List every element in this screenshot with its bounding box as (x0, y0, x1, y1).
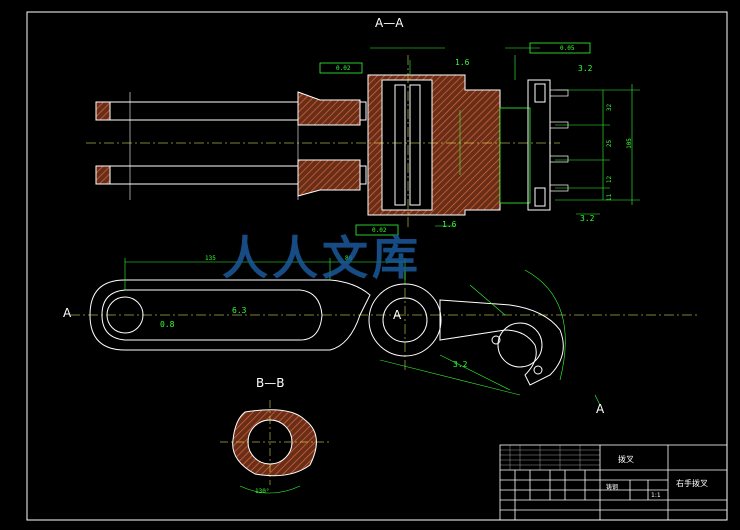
dim-88: 88 (345, 255, 353, 262)
roughness-0-8: 0.8 (160, 320, 175, 329)
watermark: 人人文库 (222, 231, 422, 285)
roughness-3-2-top: 3.2 (578, 64, 593, 73)
dim-11: 11 (606, 193, 614, 202)
title-scale: 1:1 (651, 492, 661, 499)
section-a-center-label: A (393, 308, 402, 322)
dim-32: 32 (606, 103, 614, 112)
roughness-1-6-top: 1.6 (455, 58, 470, 67)
section-aa-view (86, 42, 640, 236)
dim-12: 12 (606, 175, 614, 184)
roughness-1-6-bottom: 1.6 (442, 220, 457, 229)
title-block (499, 444, 728, 521)
section-bb-view (220, 400, 330, 494)
plan-view (70, 258, 700, 406)
section-bb-label: B—B (256, 376, 285, 390)
roughness-6-3: 6.3 (232, 306, 247, 315)
dim-25: 25 (606, 139, 614, 148)
dim-135: 135 (205, 255, 216, 262)
title-company: 右手拨叉 (676, 479, 708, 488)
section-aa-label: A—A (375, 16, 404, 30)
section-a-left-label: A (63, 306, 72, 320)
tolerance-2: 0.02 (372, 227, 387, 234)
tolerance-3: 0.05 (560, 45, 575, 52)
roughness-3-2-right: 3.2 (580, 214, 595, 223)
title-material: 铸钢 (606, 484, 619, 491)
roughness-3-2-center: 3.2 (453, 360, 468, 369)
section-a-right-label: A (596, 402, 605, 416)
drawing-border (26, 11, 728, 521)
dim-105: 105 (625, 138, 633, 149)
angle-130: 130° (255, 488, 270, 495)
tolerance-1: 0.02 (336, 65, 351, 72)
title-part-name: 拨叉 (618, 455, 634, 464)
